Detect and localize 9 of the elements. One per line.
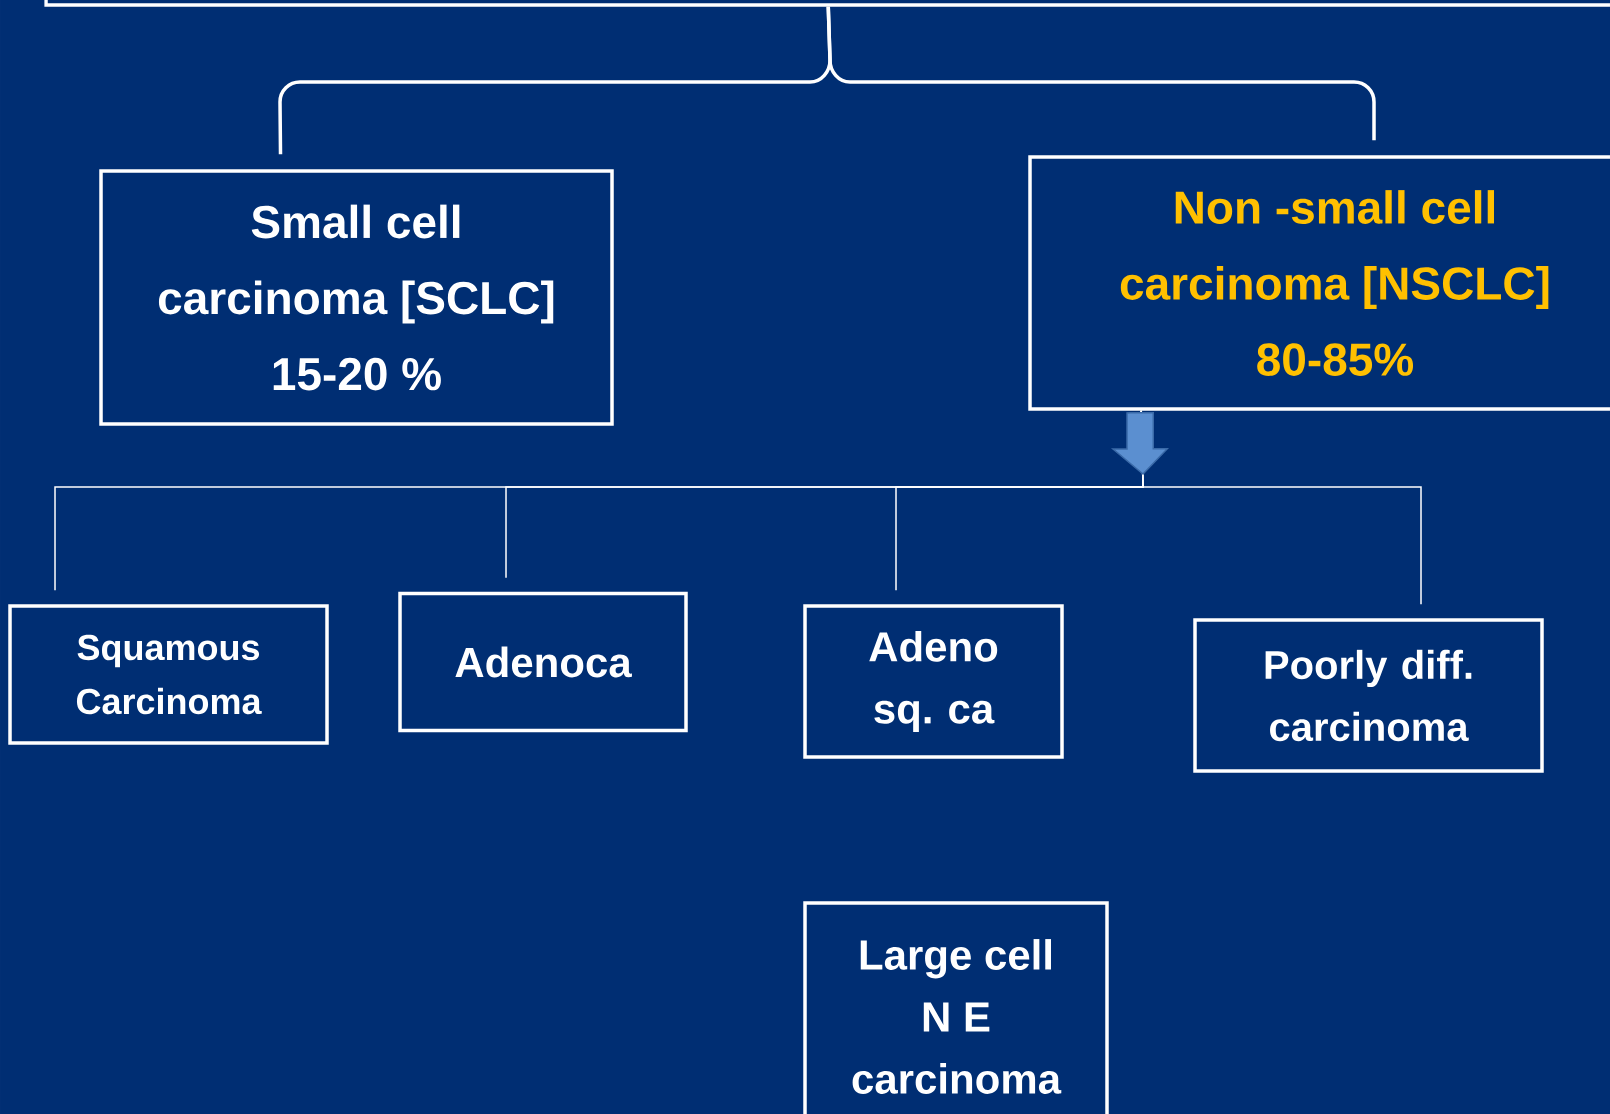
text-box: Small cell carcinoma [SCLC] 15-20 % [99,169,614,426]
brace [826,6,1376,141]
empty-box [44,0,1610,7]
text-box: Non -small cell carcinoma [NSCLC] 80-85% [1028,155,1610,411]
text-box: Adenoca [398,591,688,733]
text-box: Adeno sq. ca [803,604,1064,759]
text-box: Poorly diff. carcinoma [1193,618,1544,773]
text-box: Squamous Carcinoma [8,604,329,745]
text-box: Large cell N E carcinoma [803,901,1109,1114]
